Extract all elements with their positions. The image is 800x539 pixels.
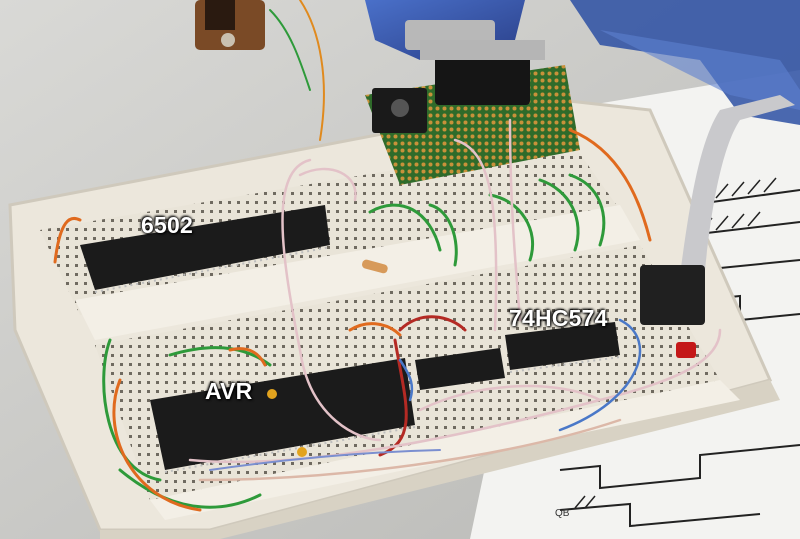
wire-red-1 <box>398 315 467 332</box>
ribbon-cable <box>680 95 795 275</box>
chip-74hc574 <box>505 322 620 370</box>
label-74hc574: 74HC574 <box>509 305 608 331</box>
resistor <box>362 259 388 274</box>
led <box>676 342 696 358</box>
wire-pink-1 <box>281 158 382 442</box>
timing-diagram <box>559 189 800 528</box>
wire-green-1 <box>368 203 442 252</box>
label-avr: AVR <box>205 378 253 404</box>
chip-small <box>415 348 505 390</box>
wire-orange-1 <box>53 216 82 264</box>
chip-avr <box>150 358 415 470</box>
label-6502: 6502 <box>141 212 193 238</box>
timing-signal-label: QB <box>555 508 570 519</box>
capacitor <box>267 389 277 399</box>
chip-6502 <box>80 205 330 290</box>
wire-blue-1 <box>558 318 642 432</box>
header-connector <box>640 265 705 325</box>
